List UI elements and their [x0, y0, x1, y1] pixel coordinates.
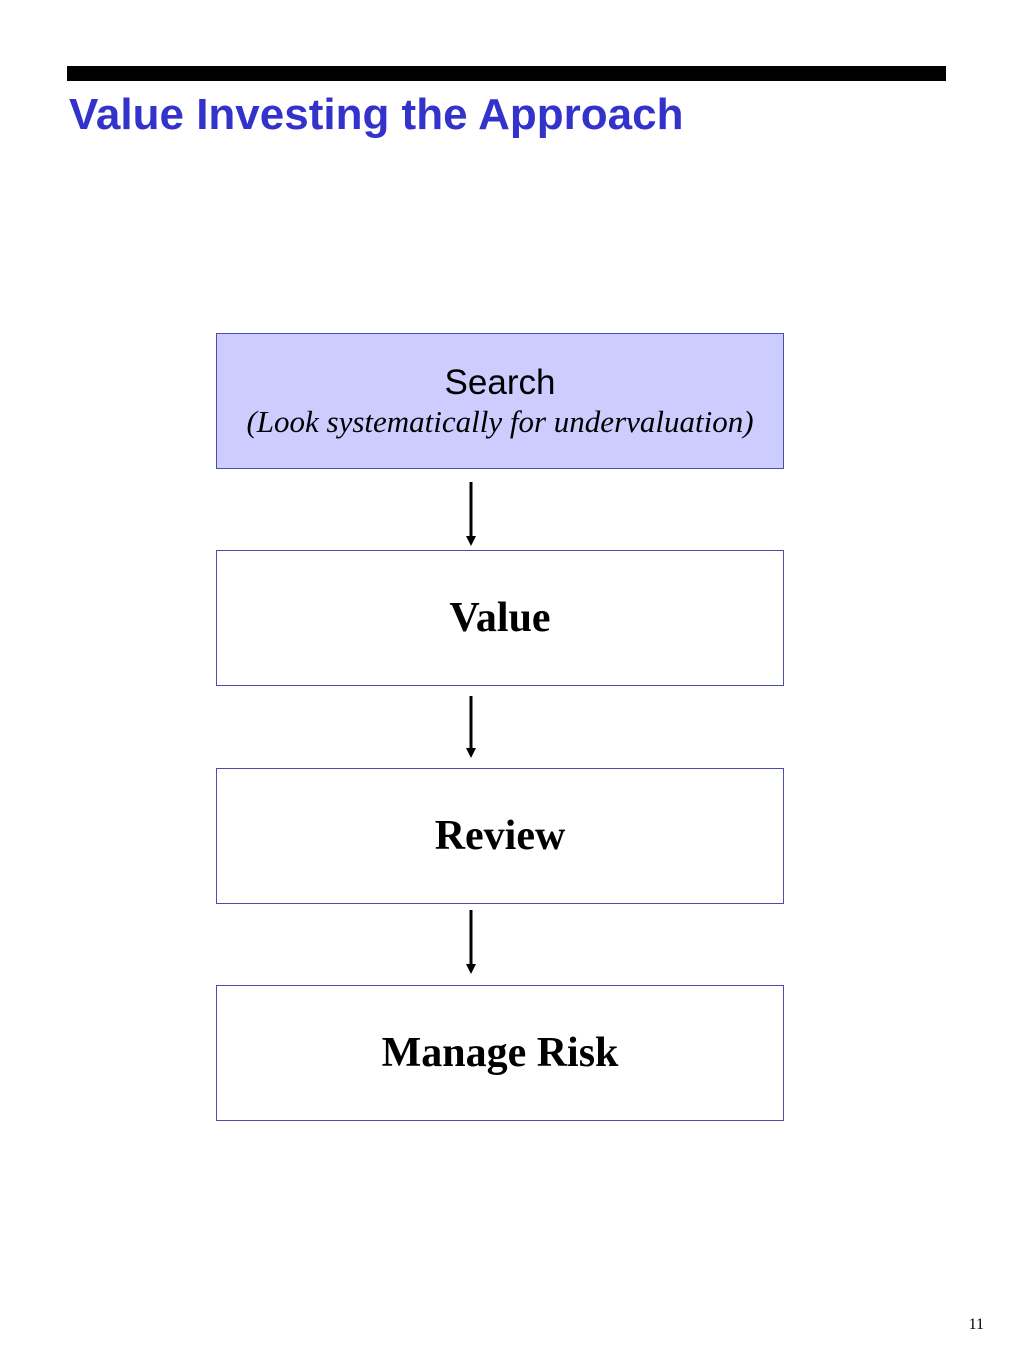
flow-step-search-label: Search [444, 363, 556, 402]
flow-step-search: Search (Look systematically for underval… [216, 333, 784, 469]
flow-step-manage-risk-label: Manage Risk [381, 1030, 619, 1076]
flow-step-value-label: Value [449, 595, 551, 641]
flow-step-review: Review [216, 768, 784, 904]
flow-arrow-review-to-risk [466, 910, 476, 974]
page-number: 11 [968, 1316, 984, 1333]
flow-step-manage-risk: Manage Risk [216, 985, 784, 1121]
flow-arrow-value-to-review [466, 696, 476, 758]
flow-step-value: Value [216, 550, 784, 686]
flow-arrow-search-to-value [466, 482, 476, 546]
title-rule [67, 66, 946, 81]
slide-title: Value Investing the Approach [69, 90, 684, 139]
flow-step-search-sublabel: (Look systematically for undervaluation) [246, 404, 754, 439]
flow-step-review-label: Review [434, 813, 566, 859]
